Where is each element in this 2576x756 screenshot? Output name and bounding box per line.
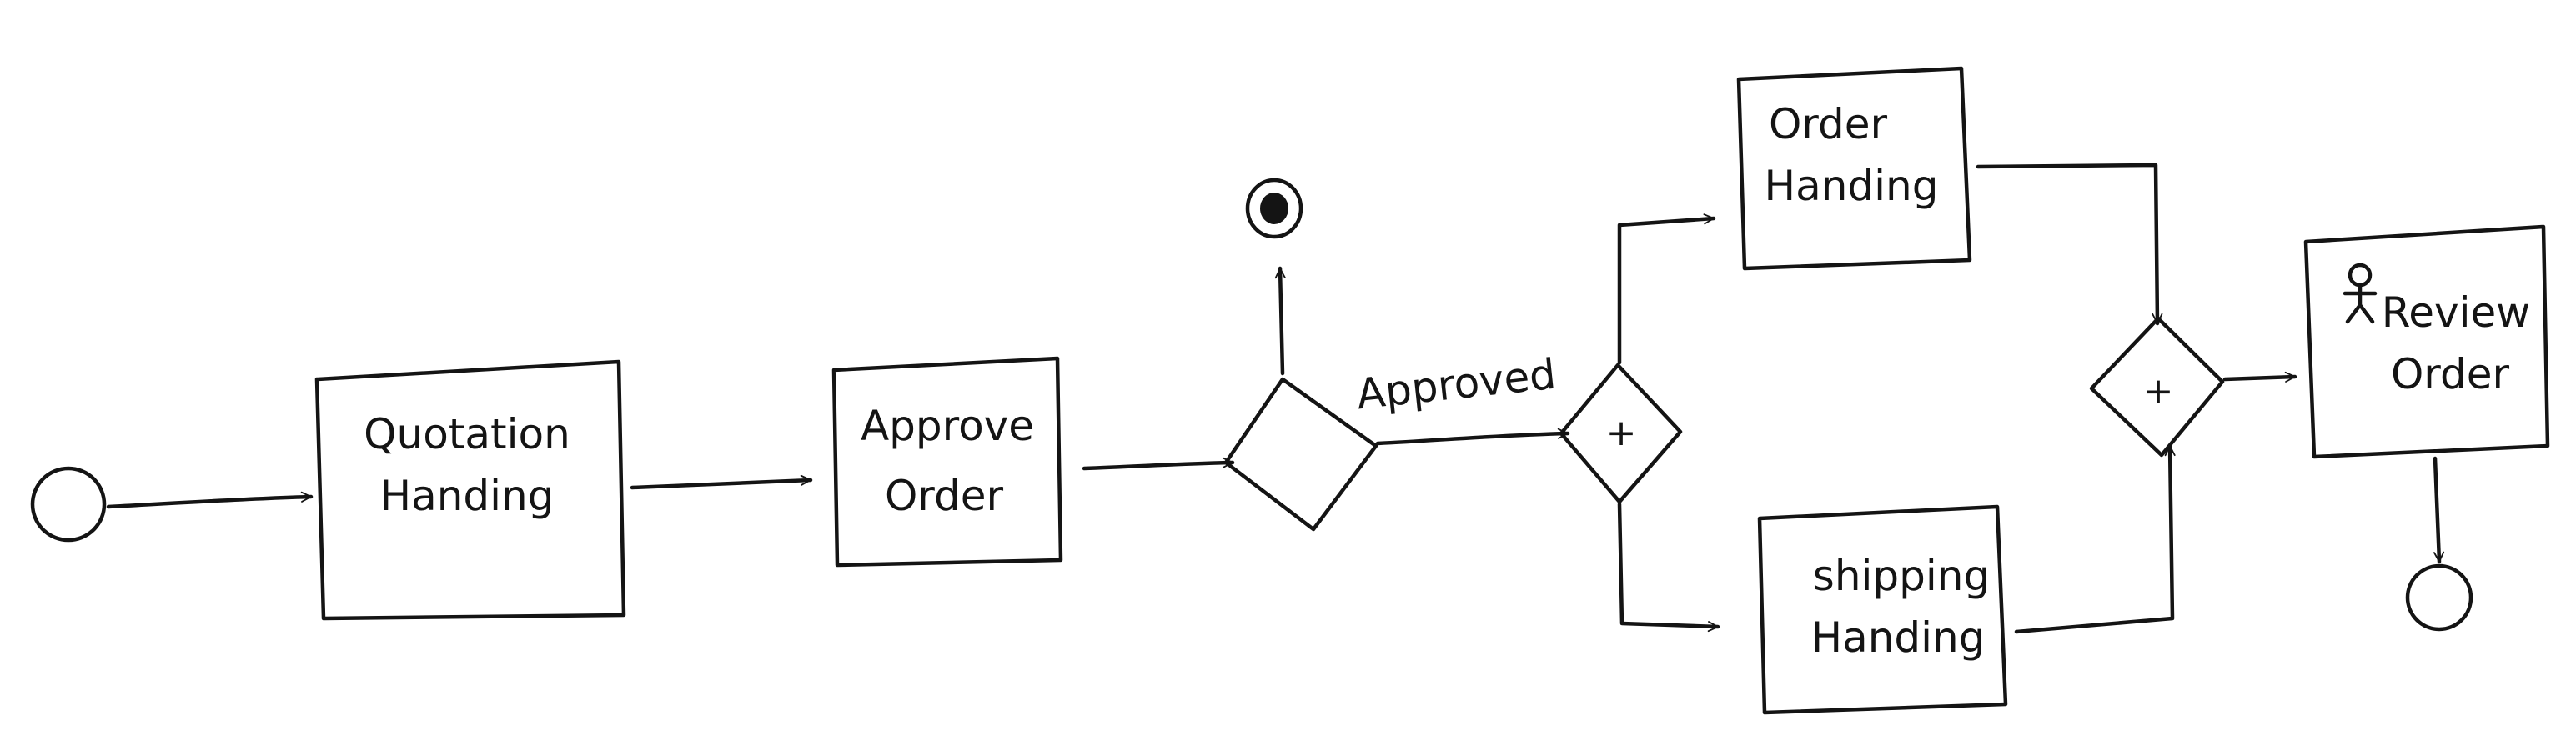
flow-split-to-order-handing: [1617, 213, 1716, 365]
task-shipping-label-line1: shipping: [1813, 552, 1990, 600]
task-order-handing: Order Handing: [1736, 66, 1972, 271]
flow-approve-to-gateway: [1082, 457, 1235, 471]
flow-shipping-handing-to-join: [2014, 443, 2176, 634]
start-event: [30, 466, 107, 543]
flow-label-approved: Approved: [1354, 350, 1559, 419]
task-shipping-label-line2: Handing: [1811, 613, 1986, 662]
parallel-join-symbol: +: [2143, 370, 2174, 413]
terminate-end-event: [1245, 178, 1303, 239]
flow-order-handing-to-join: [1976, 163, 2163, 326]
flow-quotation-to-approve: [630, 474, 813, 490]
task-approve-label-line1: Approve: [861, 402, 1034, 450]
flow-split-to-shipping-handing: [1617, 502, 1720, 633]
flow-review-to-end: [2433, 456, 2445, 564]
parallel-split-gateway: +: [1559, 363, 1683, 504]
task-quotation-label-line2: Handing: [380, 472, 555, 520]
task-order-label-line1: Order: [1769, 100, 1888, 148]
flow-join-to-review: [2222, 371, 2297, 383]
flow-gateway-to-terminate: [1274, 266, 1286, 376]
parallel-split-symbol: +: [1606, 412, 1637, 454]
task-review-order: Review Order: [2303, 224, 2550, 459]
task-order-label-line2: Handing: [1765, 162, 1939, 210]
task-review-label-line2: Order: [2391, 350, 2510, 398]
parallel-join-gateway: +: [2089, 316, 2225, 458]
end-event: [2405, 563, 2473, 632]
task-approve-label-line2: Order: [885, 472, 1004, 520]
task-quotation-label-line1: Quotation: [364, 410, 570, 458]
flow-gateway-to-parallel-split: [1375, 428, 1570, 446]
task-review-label-line1: Review: [2382, 288, 2530, 337]
flow-start-to-quotation: [106, 491, 314, 509]
user-icon: [2343, 263, 2378, 324]
task-shipping-handing: shipping Handing: [1757, 504, 2008, 715]
task-approve-order: Approve Order: [831, 356, 1063, 568]
task-quotation-handing: Quotation Handing: [314, 359, 626, 621]
exclusive-gateway: [1223, 377, 1378, 532]
